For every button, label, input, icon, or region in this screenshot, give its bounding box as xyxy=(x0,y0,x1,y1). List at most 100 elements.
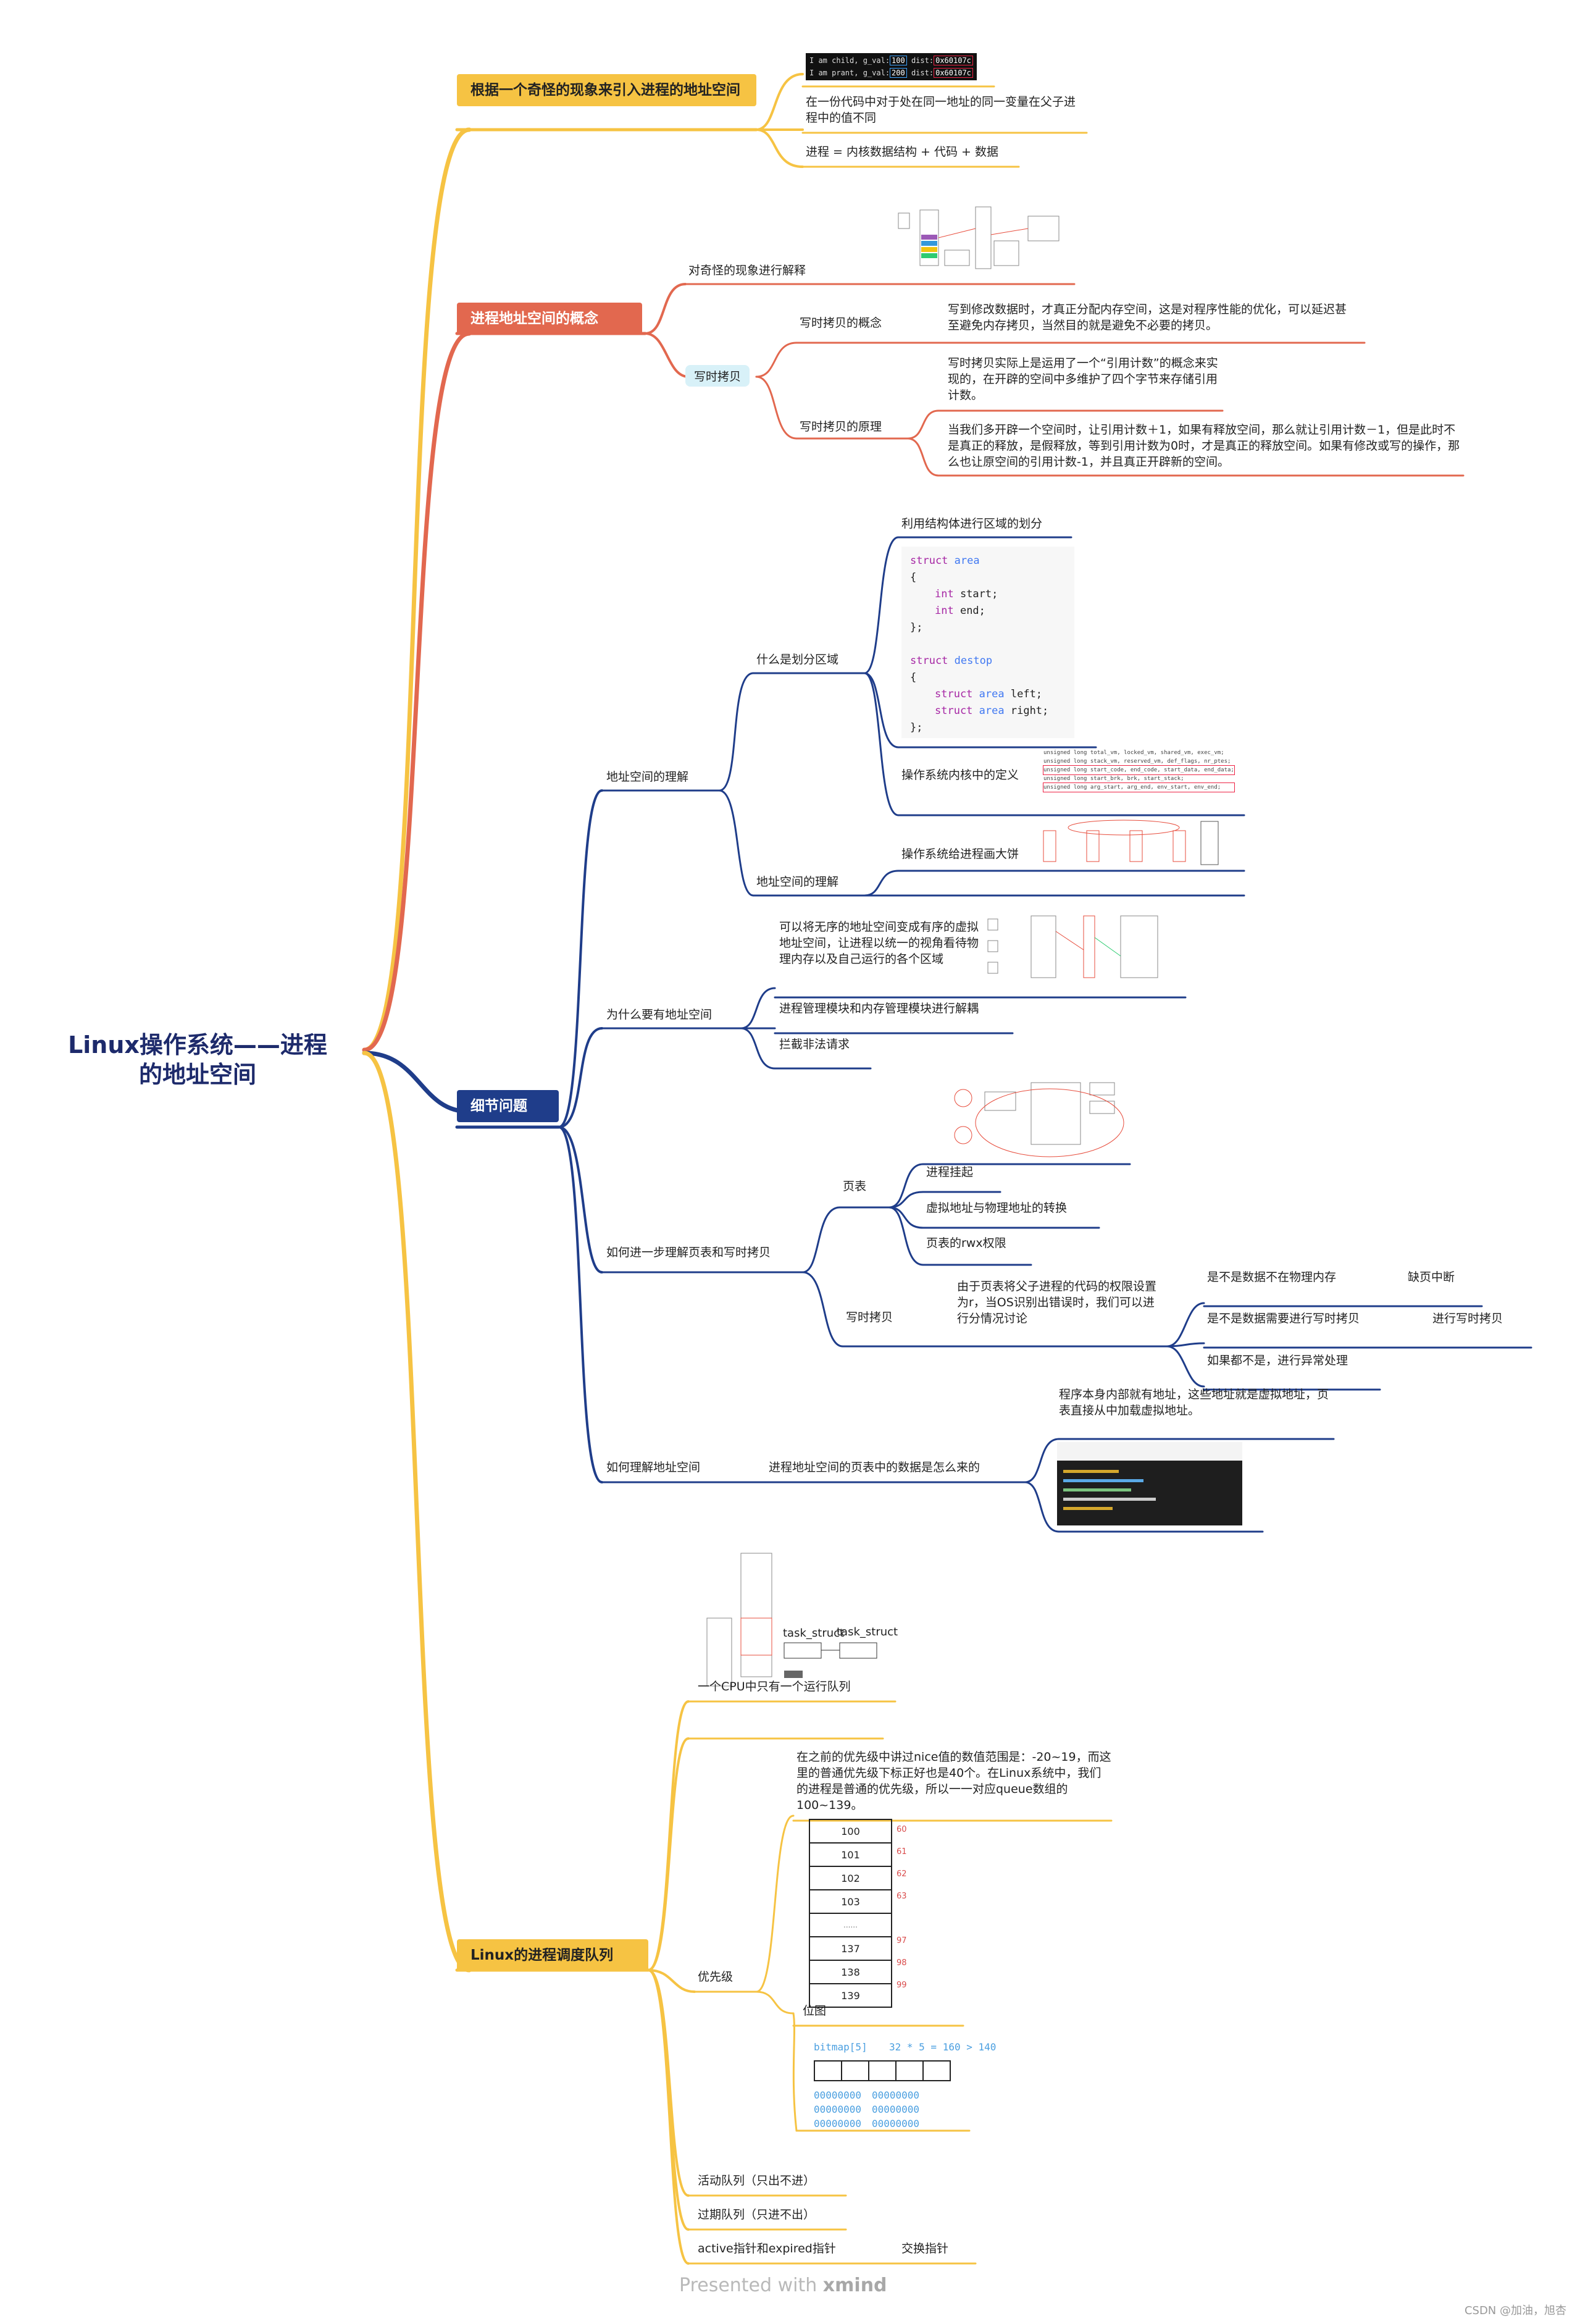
presented-with-text: Presented with xyxy=(679,2275,817,2296)
priority-topic[interactable]: 优先级 xyxy=(698,1970,734,1984)
bitmap-caption: bitmap[5] xyxy=(814,2041,867,2053)
case-not-in-memory[interactable]: 是不是数据不在物理内存 xyxy=(1207,1270,1337,1284)
code-line: int end; xyxy=(935,605,985,617)
queue-cell: 101 xyxy=(809,1842,892,1867)
memory-diagram-thumbnail xyxy=(895,204,1068,278)
priority-queue-table: 100 101 102 103 ...... 137 138 139 xyxy=(809,1819,892,2008)
cow-principle-label[interactable]: 写时拷贝的原理 xyxy=(800,420,882,434)
bitmap-topic[interactable]: 位图 xyxy=(803,2004,827,2018)
queue-index: 99 xyxy=(897,1981,907,1990)
queue-cell: 139 xyxy=(809,1983,892,2008)
expired-queue[interactable]: 过期队列（只进不出） xyxy=(698,2208,816,2221)
queue-index: 63 xyxy=(897,1892,907,1901)
branch-label: Linux的进程调度队列 xyxy=(470,1947,614,1963)
branch-address-space-concept[interactable]: 进程地址空间的概念 xyxy=(457,303,642,335)
cow-concept-label[interactable]: 写时拷贝的概念 xyxy=(800,316,882,330)
task-struct-label-2: task_struct xyxy=(837,1626,898,1638)
bitmap-bits: 00000000 xyxy=(872,2104,920,2115)
code-line: { xyxy=(910,571,917,584)
task-struct-label-1: task_struct xyxy=(783,1627,845,1640)
root-topic[interactable]: Linux操作系统——进程的地址空间 xyxy=(68,1031,327,1088)
csdn-credit: CSDN @加油，旭杏 xyxy=(1464,2304,1566,2317)
case-needs-cow[interactable]: 是不是数据需要进行写时拷贝 xyxy=(1207,1312,1360,1325)
addr-understanding-topic[interactable]: 地址空间的理解 xyxy=(606,770,689,784)
bitmap-cell xyxy=(922,2060,951,2081)
virtual-address-origin[interactable]: 程序本身内部就有地址，这些地址就是虚拟地址，页表直接从中加载虚拟地址。 xyxy=(1059,1388,1329,1417)
code-block: struct area { int start; int end; }; str… xyxy=(901,547,1074,738)
queue-cell: 102 xyxy=(809,1866,892,1890)
pagetable-label[interactable]: 页表 xyxy=(843,1180,867,1193)
pagetable-cow-topic[interactable]: 如何进一步理解页表和写时拷贝 xyxy=(606,1246,771,1259)
how-understand-addr-topic[interactable]: 如何理解地址空间 xyxy=(606,1461,701,1474)
code-line: struct area right; xyxy=(935,705,1049,717)
code-line: }; xyxy=(910,621,923,634)
what-is-region[interactable]: 什么是划分区域 xyxy=(756,653,839,666)
code-keyword: struct xyxy=(910,555,948,567)
pagetable-data-source[interactable]: 进程地址空间的页表中的数据是怎么来的 xyxy=(769,1461,980,1474)
queue-cell: 103 xyxy=(809,1889,892,1914)
why-item-ordered[interactable]: 可以将无序的地址空间变成有序的虚拟地址空间，让进程以统一的视角看待物理内存以及自… xyxy=(779,920,979,966)
bitmap-bits: 00000000 xyxy=(872,2089,920,2101)
code-keyword: struct xyxy=(910,655,948,667)
bitmap-cells xyxy=(814,2060,951,2081)
bitmap-bits: 00000000 xyxy=(814,2104,862,2115)
why-item-intercept[interactable]: 拦截非法请求 xyxy=(779,1038,850,1051)
queue-index: 97 xyxy=(897,1936,907,1945)
queue-index: 98 xyxy=(897,1958,907,1968)
terminal-line-1: I am child, g_val:100 dist:0x60107c xyxy=(809,54,973,67)
kernel-struct-snippet: unsigned long total_vm, locked_vm, share… xyxy=(1043,749,1235,792)
terminal-output: I am child, g_val:100 dist:0x60107c I am… xyxy=(806,53,977,80)
cow-concept-text[interactable]: 写到修改数据时，才真正分配内存空间，这是对程序性能的优化，可以延迟甚至避免内存拷… xyxy=(948,303,1347,332)
cow-principle-text-1[interactable]: 写时拷贝实际上是运用了一个“引用计数”的概念来实现的，在开辟的空间中多维护了四个… xyxy=(948,356,1218,402)
swap-pointers[interactable]: 交换指针 xyxy=(901,2242,949,2255)
cow-topic[interactable]: 写时拷贝 xyxy=(685,365,750,387)
pt-item-rwx[interactable]: 页表的rwx权限 xyxy=(926,1236,1006,1250)
queue-cell: 100 xyxy=(809,1819,892,1844)
bitmap-cell xyxy=(868,2060,897,2081)
virtual-memory-diagram xyxy=(985,913,1176,984)
branch-strange-phenomenon[interactable]: 根据一个奇怪的现象来引入进程的地址空间 xyxy=(457,74,756,106)
cow-permission-text[interactable]: 由于页表将父子进程的代码的权限设置为r，当OS识别出错误时，我们可以进行分情况讨… xyxy=(957,1280,1157,1325)
branch-label: 进程地址空间的概念 xyxy=(470,311,598,327)
result-page-fault[interactable]: 缺页中断 xyxy=(1408,1270,1455,1284)
branch-details[interactable]: 细节问题 xyxy=(457,1090,559,1122)
xmind-brand: xmind xyxy=(822,2275,887,2296)
result-do-cow[interactable]: 进行写时拷贝 xyxy=(1432,1312,1503,1325)
addr-space-understanding[interactable]: 地址空间的理解 xyxy=(756,875,839,889)
active-expired-pointers[interactable]: active指针和expired指针 xyxy=(698,2242,836,2255)
kernel-definition-label[interactable]: 操作系统内核中的定义 xyxy=(901,768,1019,782)
branch-run-queue[interactable]: Linux的进程调度队列 xyxy=(457,1939,648,1971)
why-item-decouple[interactable]: 进程管理模块和内存管理模块进行解耦 xyxy=(779,1002,979,1015)
explain-phenomenon[interactable]: 对奇怪的现象进行解释 xyxy=(688,264,806,277)
bitmap-formula: 32 * 5 = 160 > 140 xyxy=(889,2041,997,2053)
terminal-line-2: I am prant, g_val:200 dist:0x60107c xyxy=(809,67,973,79)
cow-label-2[interactable]: 写时拷贝 xyxy=(846,1311,893,1324)
active-queue[interactable]: 活动队列（只出不进） xyxy=(698,2174,816,2188)
pt-item-suspend[interactable]: 进程挂起 xyxy=(926,1165,974,1179)
bitmap-cell xyxy=(841,2060,869,2081)
queue-index: 61 xyxy=(897,1847,907,1856)
one-cpu-one-queue[interactable]: 一个CPU中只有一个运行队列 xyxy=(698,1680,851,1693)
code-line: struct destop xyxy=(910,653,1066,669)
runqueue-diagram xyxy=(704,1550,901,1692)
bitmap-bits: 00000000 xyxy=(814,2118,862,2129)
why-address-space-topic[interactable]: 为什么要有地址空间 xyxy=(606,1008,713,1021)
cow-principle-text-2[interactable]: 当我们多开辟一个空间时，让引用计数＋1，如果有释放空间，那么就让引用计数－1，但… xyxy=(948,423,1460,469)
pt-item-translation[interactable]: 虚拟地址与物理地址的转换 xyxy=(926,1201,1068,1215)
struct-division[interactable]: 利用结构体进行区域的划分 xyxy=(901,517,1043,531)
queue-index: 62 xyxy=(897,1869,907,1879)
priority-explanation[interactable]: 在之前的优先级中讲过nice值的数值范围是：-20~19，而这里的普通优先级下标… xyxy=(796,1750,1111,1812)
case-exception[interactable]: 如果都不是，进行异常处理 xyxy=(1207,1354,1348,1367)
bitmap-cell xyxy=(814,2060,842,2081)
kernel-line: unsigned long start_code, end_code, star… xyxy=(1043,765,1235,775)
os-pie-label[interactable]: 操作系统给进程画大饼 xyxy=(901,847,1019,861)
code-line: struct area xyxy=(910,553,1066,569)
same-address-note[interactable]: 在一份代码中对于处在同一地址的同一变量在父子进程中的值不同 xyxy=(806,95,1076,125)
branch-label: 细节问题 xyxy=(470,1098,527,1114)
bitmap-bits: 00000000 xyxy=(872,2118,920,2129)
process-formula[interactable]: 进程 = 内核数据结构 + 代码 + 数据 xyxy=(806,145,998,159)
code-type: destop xyxy=(954,655,993,667)
code-line xyxy=(910,636,1066,653)
queue-cell: 137 xyxy=(809,1936,892,1961)
